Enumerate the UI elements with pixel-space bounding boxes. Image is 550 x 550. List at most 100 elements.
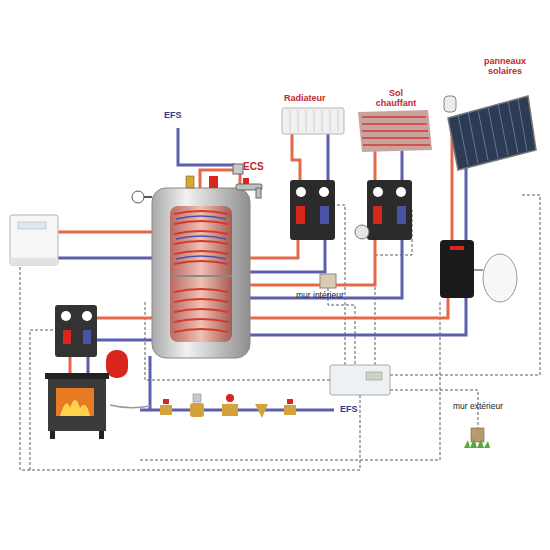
expansion-vessel [106,350,128,378]
wall-boiler [10,215,58,265]
wood-stove [99,431,104,439]
storage-tank [174,289,228,292]
cold-pipe [149,356,152,410]
radiator [290,110,338,132]
radiator [298,110,299,132]
pump-station [63,330,71,344]
solar-panel [444,96,456,112]
valve-group [163,399,169,404]
pump-station [55,305,97,357]
pump-station [367,180,412,240]
solar-panel [518,99,527,151]
storage-tank [209,176,218,188]
wall-boiler [18,222,46,229]
solar-panel [468,112,478,163]
hot-pipe [97,317,152,320]
storage-tank [174,329,228,332]
cold-pipe [401,151,404,180]
solar-panel [498,104,508,155]
faucet [256,188,261,198]
pump-station [55,305,97,357]
pump-station [82,311,92,321]
radiator [306,110,307,132]
radiator [338,110,339,132]
floor-heating [358,110,432,152]
component-label: ECS [243,161,273,173]
pump-station [296,187,306,197]
storage-tank [174,211,228,332]
hot-pipe [200,170,235,190]
wall-boiler [10,258,58,265]
outdoor-sensor [464,428,490,448]
cold-pipe [465,166,468,240]
cold-pipe [250,240,325,272]
radiator [282,108,344,134]
pump-station [296,206,305,224]
storage-tank [174,241,228,244]
controller [330,365,390,395]
storage-tank [132,191,144,203]
component-label: Sol chauffant [372,88,420,109]
room-thermostat [320,274,336,288]
valve-group [255,404,268,418]
floor-heating [358,110,432,152]
pump-station [290,180,335,240]
solar-station [440,240,474,298]
hot-pipe [292,134,300,180]
storage-tank [174,231,228,234]
component-label: Radiateur [284,93,348,103]
solar-station [440,240,474,298]
solar-panel [448,96,536,170]
storage-tank [176,236,226,239]
storage-tank [174,299,228,302]
storage-tank [186,176,194,188]
floor-heating [362,117,430,145]
storage-tank [176,216,226,219]
pump-station [396,187,406,197]
valve-group [160,405,172,415]
hot-pipe [374,150,377,180]
pump-station [319,187,329,197]
solar-station [450,246,464,250]
expansion-vessel [474,269,483,271]
solar-panel [508,101,518,153]
cold-pipe [250,298,466,335]
storage-tank [132,176,250,358]
hot-pipe [250,298,448,318]
pump-station [320,206,329,224]
wood-stove [60,400,90,416]
outdoor-sensor [471,428,484,442]
pump-station [373,206,382,224]
pump-station [373,187,383,197]
controller [330,365,390,395]
pump-station [290,180,335,240]
controller [366,372,382,380]
component-label: EFS [164,110,194,120]
solar-panel [458,99,527,165]
radiator [282,108,344,134]
cold-pipe [250,240,402,298]
pump-station [397,206,406,224]
storage-tank [174,309,228,312]
hot-pipe [69,357,72,373]
pump-station [83,330,91,344]
valve-group [193,394,201,402]
valve-group [190,403,204,417]
valve-group [287,399,293,404]
cold-pipe [327,134,330,180]
storage-tank [174,319,228,322]
cold-pipe [178,128,235,165]
hot-pipe [58,231,152,234]
wood-stove [45,373,109,379]
cold-pipe [97,339,152,342]
storage-tank [174,221,228,224]
wood-stove [56,388,94,416]
radiator [314,110,315,132]
expansion-vessel [483,254,517,302]
pump-station [355,225,369,239]
faucet [243,178,249,184]
outdoor-sensor [464,438,490,448]
solar-panel [478,110,488,160]
